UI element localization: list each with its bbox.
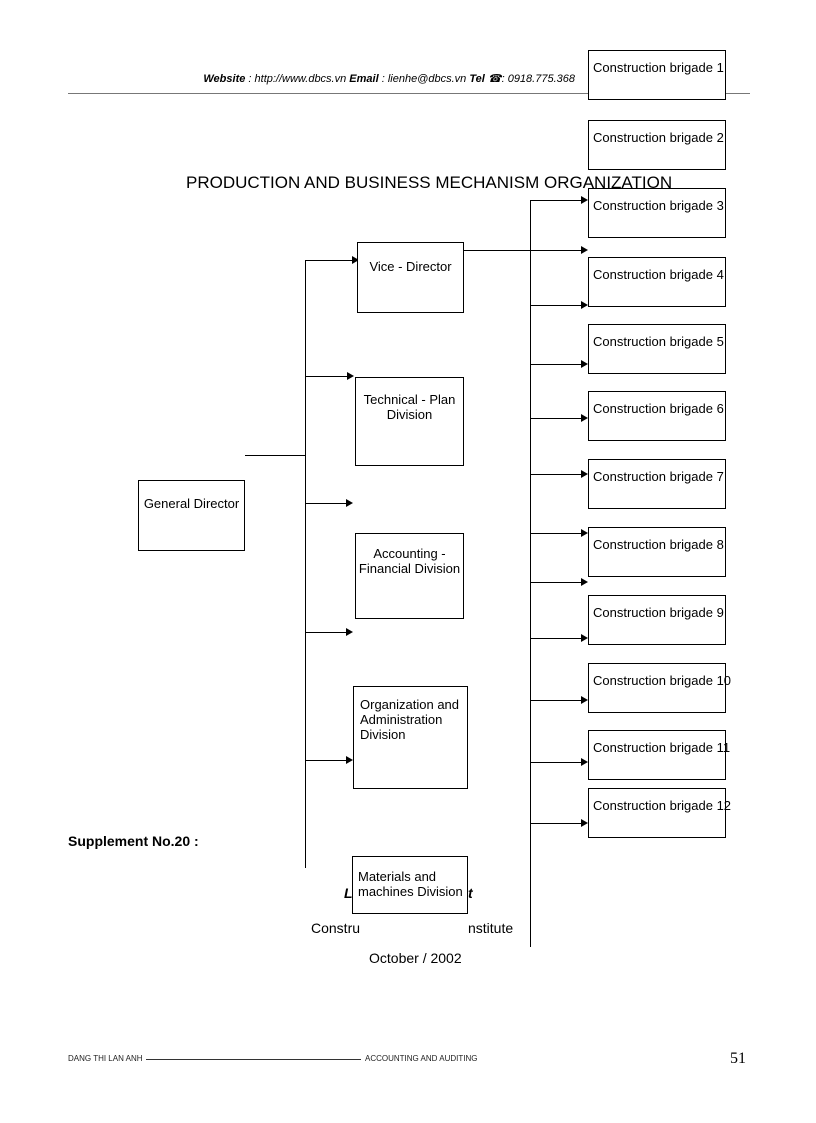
accounting-label-line1: Accounting - — [373, 546, 446, 561]
brigade-label-6: Construction brigade 6 — [593, 401, 724, 416]
materials-label-line1: Materials and — [358, 869, 437, 884]
vice-director-label: Vice - Director — [369, 259, 452, 274]
division-trunk-line — [305, 260, 306, 868]
connector-brigade-9b — [530, 638, 582, 639]
brigade-box-8: Construction brigade 8 — [588, 527, 726, 577]
arrow-vice-brigade — [581, 246, 588, 254]
underlying-fragment-institute: nstitute — [468, 920, 514, 936]
arrow-technical — [347, 372, 354, 380]
email-value: : lienhe@dbcs.vn — [378, 73, 470, 85]
brigade-label-12: Construction brigade 12 — [593, 798, 732, 813]
underlying-fragment-t: t — [468, 885, 473, 901]
arrow-organization — [346, 628, 353, 636]
brigade-label-1: Construction brigade 1 — [593, 60, 724, 75]
brigade-label-10: Construction brigade 10 — [593, 673, 732, 688]
arrow-brigade-9b — [581, 634, 588, 642]
brigade-box-11: Construction brigade 11 — [588, 730, 731, 780]
footer-author: DANG THI LAN ANH — [68, 1054, 143, 1063]
arrow-brigade-11 — [581, 758, 588, 766]
tel-value: ☎: 0918.775.368 — [484, 73, 575, 85]
connector-materials — [306, 760, 347, 761]
arrow-brigade-12 — [581, 819, 588, 827]
technical-label-line2: Division — [386, 407, 433, 422]
materials-machines-division-box: Materials and machines Division — [352, 856, 468, 914]
connector-gd-to-trunk — [245, 455, 306, 456]
arrow-accounting — [346, 499, 353, 507]
arrow-brigade-10 — [581, 696, 588, 704]
connector-brigade-5 — [530, 364, 582, 365]
arrow-materials — [346, 756, 353, 764]
header-contact: Website : http://www.dbcs.vn Email : lie… — [150, 72, 575, 85]
brigade-label-9: Construction brigade 9 — [593, 605, 724, 620]
brigade-label-7: Construction brigade 7 — [593, 469, 724, 484]
brigade-trunk-line — [530, 200, 531, 947]
general-director-box: General Director — [138, 480, 245, 551]
brigade-box-4: Construction brigade 4 — [588, 257, 726, 307]
header-divider — [68, 93, 750, 94]
brigade-box-9: Construction brigade 9 — [588, 595, 726, 645]
footer-divider — [146, 1059, 361, 1060]
brigade-box-1: Construction brigade 1 — [588, 50, 726, 100]
underlying-fragment-constru: Constru — [311, 920, 361, 936]
technical-plan-division-box: Technical - Plan Division — [355, 377, 464, 466]
page-title: PRODUCTION AND BUSINESS MECHANISM ORGANI… — [186, 173, 673, 192]
brigade-box-2: Construction brigade 2 — [588, 120, 726, 170]
connector-brigade-10 — [530, 700, 582, 701]
brigade-label-3: Construction brigade 3 — [593, 198, 724, 213]
accounting-label-line2: Financial Division — [358, 561, 461, 576]
arrow-brigade-3 — [581, 196, 588, 204]
accounting-financial-division-box: Accounting - Financial Division — [355, 533, 464, 619]
connector-technical — [306, 376, 349, 377]
organization-label-line3: Division — [360, 727, 406, 742]
brigade-box-10: Construction brigade 10 — [588, 663, 732, 713]
brigade-box-6: Construction brigade 6 — [588, 391, 726, 441]
connector-brigade-4 — [530, 305, 582, 306]
supplement-label: Supplement No.20 : — [68, 833, 199, 849]
organization-administration-division-box: Organization and Administration Division — [353, 686, 468, 789]
connector-accounting — [306, 503, 347, 504]
page-number: 51 — [730, 1050, 746, 1067]
brigade-label-2: Construction brigade 2 — [593, 130, 724, 145]
brigade-box-12: Construction brigade 12 — [588, 788, 732, 838]
arrow-brigade-5 — [581, 360, 588, 368]
arrow-brigade-9 — [581, 578, 588, 586]
underlying-fragment-l: L — [344, 885, 353, 901]
connector-brigade-12 — [530, 823, 582, 824]
general-director-label: General Director — [143, 496, 240, 511]
materials-label-line2: machines Division — [358, 884, 463, 899]
website-label: Website — [203, 73, 246, 85]
connector-vice-to-brigades — [464, 250, 582, 251]
arrow-vice — [352, 256, 359, 264]
brigade-box-3: Construction brigade 3 — [588, 188, 726, 238]
underlying-date: October / 2002 — [369, 950, 462, 966]
tel-label: Tel — [469, 73, 485, 85]
connector-brigade-3 — [530, 200, 582, 201]
connector-brigade-8 — [530, 533, 582, 534]
brigade-box-5: Construction brigade 5 — [588, 324, 726, 374]
connector-brigade-9 — [530, 582, 582, 583]
brigade-box-7: Construction brigade 7 — [588, 459, 726, 509]
brigade-label-4: Construction brigade 4 — [593, 267, 724, 282]
brigade-label-5: Construction brigade 5 — [593, 334, 724, 349]
technical-label-line1: Technical - Plan — [363, 392, 456, 407]
arrow-brigade-4 — [581, 301, 588, 309]
website-value: : http://www.dbcs.vn — [245, 73, 350, 85]
brigade-label-11: Construction brigade 11 — [593, 740, 731, 755]
arrow-brigade-8 — [581, 529, 588, 537]
connector-brigade-6 — [530, 418, 582, 419]
email-label: Email — [349, 73, 379, 85]
organization-label-line2: Administration — [360, 712, 443, 727]
organization-label-line1: Organization and — [360, 697, 460, 712]
connector-brigade-11 — [530, 762, 582, 763]
connector-vice — [306, 260, 354, 261]
footer-department: ACCOUNTING AND AUDITING — [365, 1054, 478, 1063]
connector-organization — [306, 632, 347, 633]
vice-director-box: Vice - Director — [357, 242, 464, 313]
connector-brigade-7 — [530, 474, 582, 475]
brigade-label-8: Construction brigade 8 — [593, 537, 724, 552]
arrow-brigade-7 — [581, 470, 588, 478]
arrow-brigade-6 — [581, 414, 588, 422]
